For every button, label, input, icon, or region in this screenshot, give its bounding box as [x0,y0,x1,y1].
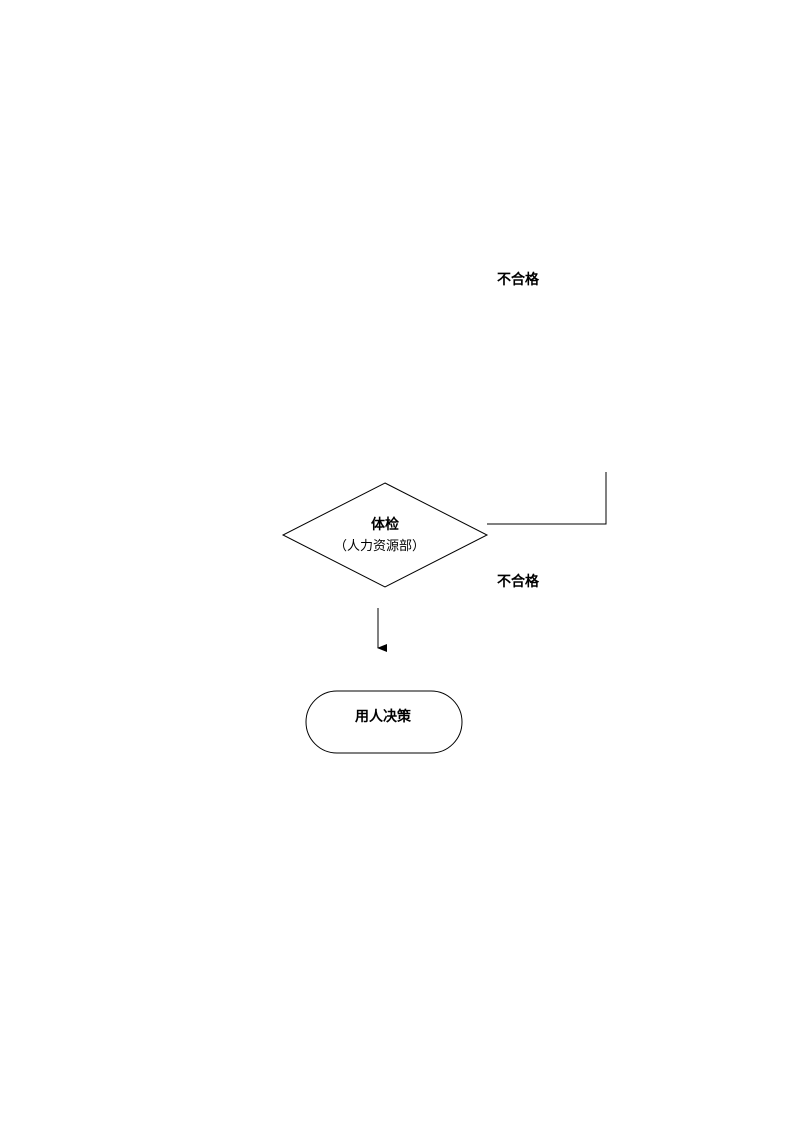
fail-label-top: 不合格 [497,272,539,288]
terminal-label: 用人决策 [355,709,411,725]
terminal-shape [305,690,463,754]
decision-diamond [281,482,489,588]
decision-subtitle: （人力资源部） [334,539,426,554]
fail-connector-line [487,472,607,525]
decision-title: 体检 [371,517,399,533]
fail-label-bottom: 不合格 [497,574,539,590]
